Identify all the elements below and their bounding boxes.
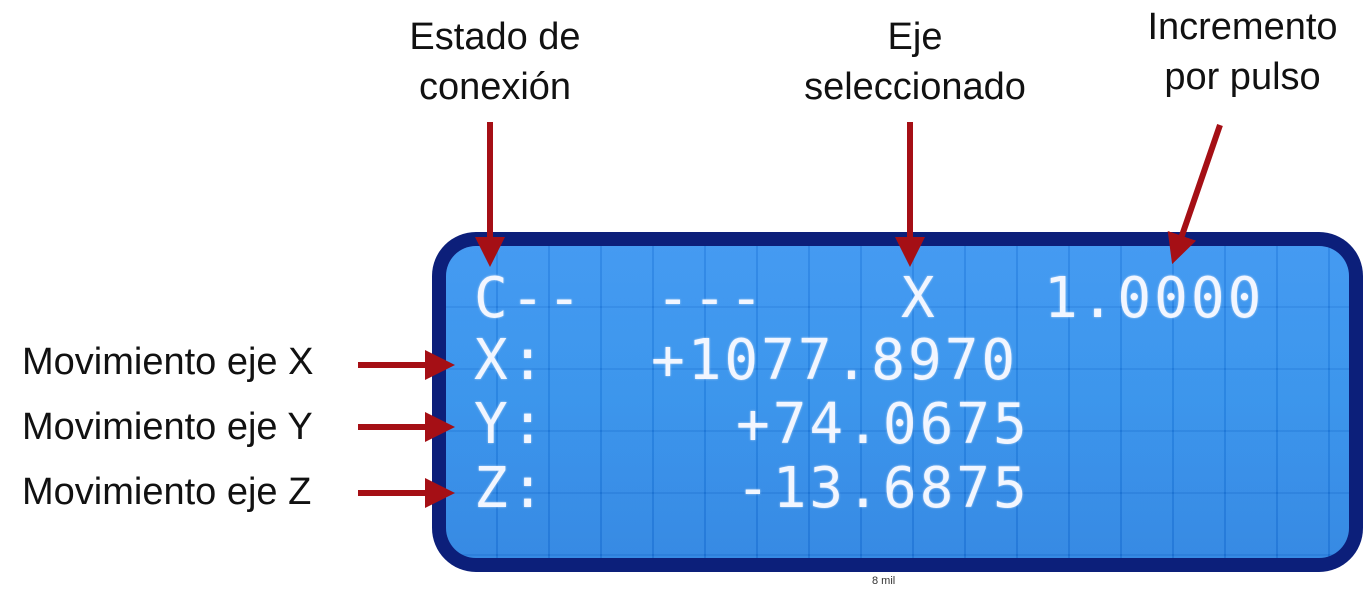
callout-increment: Incremento por pulso	[1135, 2, 1350, 102]
lcd-y-label: Y:	[474, 392, 548, 457]
lcd-connection-status: C--	[474, 266, 585, 331]
lcd-z-value: -13.6875	[736, 456, 1030, 521]
lcd-x-label: X:	[474, 328, 548, 393]
callout-selected-axis: Eje seleccionado	[800, 12, 1030, 112]
lcd-x-row: X: +1077.8970	[466, 328, 1015, 393]
lcd-x-value: +1077.8970	[651, 328, 1019, 393]
label-x-motion: Movimiento eje X	[22, 341, 314, 383]
callout-connection-status-line1: Estado de	[409, 16, 581, 58]
callout-selected-axis-line1: Eje	[887, 16, 943, 58]
lcd-z-row: Z: -13.6875	[466, 456, 1027, 521]
lcd-increment: 1.0000	[1044, 266, 1265, 331]
callout-selected-axis-line2: seleccionado	[804, 66, 1026, 108]
lcd-y-value: +74.0675	[736, 392, 1030, 457]
callout-increment-line1: Incremento	[1147, 6, 1338, 48]
lcd-selected-axis: X	[901, 266, 938, 331]
callout-increment-line2: por pulso	[1164, 56, 1321, 98]
lcd-status-flags: ---	[656, 266, 767, 331]
lcd-y-row: Y: +74.0675	[466, 392, 1027, 457]
caption: 8 mil	[872, 575, 896, 587]
callout-connection-status-line2: conexión	[418, 66, 572, 108]
label-y-motion: Movimiento eje Y	[22, 406, 313, 448]
label-z-motion: Movimiento eje Z	[22, 471, 312, 513]
callout-connection-status: Estado de conexión	[400, 12, 590, 112]
lcd-screen: C-- --- X 1.0000 X: +1077.8970 Y: +74.06…	[446, 246, 1349, 558]
lcd-z-label: Z:	[474, 456, 548, 521]
lcd-status-row: C-- --- X 1.0000	[466, 266, 1261, 331]
